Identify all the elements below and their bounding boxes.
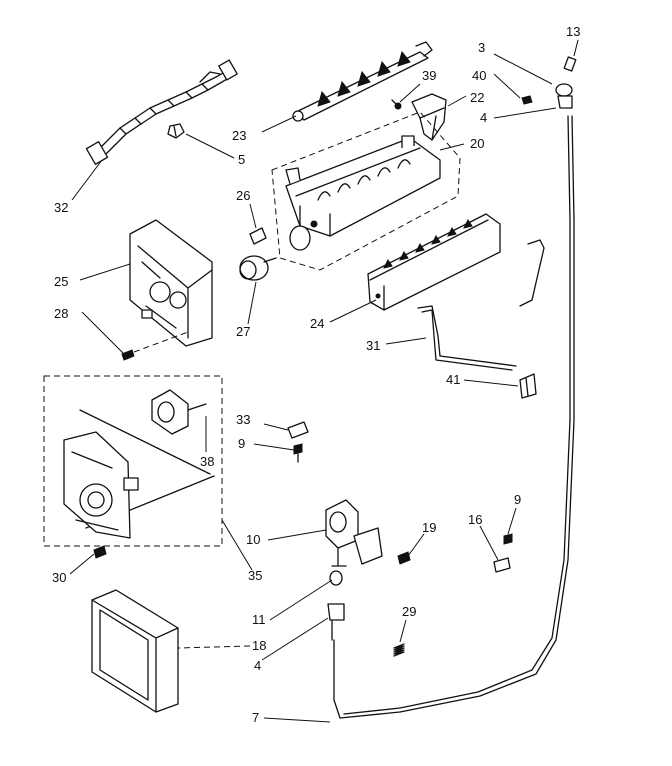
water-tube [333, 115, 575, 719]
callout-19: 19 [422, 520, 436, 535]
callout-labels: 13 3 40 4 39 22 23 20 5 32 26 25 27 24 2… [52, 24, 580, 725]
water-valve [325, 499, 383, 567]
callout-30: 30 [52, 570, 66, 585]
callout-4-lower: 4 [254, 658, 261, 673]
callout-3: 3 [478, 40, 485, 55]
ice-mold [271, 111, 461, 271]
callout-16: 16 [468, 512, 482, 527]
callout-13: 13 [566, 24, 580, 39]
callout-31: 31 [366, 338, 380, 353]
callout-38: 38 [200, 454, 214, 469]
drive-motor [239, 255, 277, 281]
callout-40: 40 [472, 68, 486, 83]
callout-10: 10 [246, 532, 260, 547]
feeler-arm [417, 305, 517, 371]
clip-41 [519, 373, 537, 399]
callout-22: 22 [470, 90, 484, 105]
fill-cup [411, 93, 447, 141]
screw-39 [391, 99, 402, 110]
wire-harness [85, 59, 238, 165]
clamp-16 [493, 557, 511, 573]
compression-nut [329, 570, 343, 586]
module-assembly [43, 375, 223, 547]
tube-fittings-upper [521, 56, 577, 109]
callout-27: 27 [236, 324, 250, 339]
bracket-33 [287, 421, 309, 439]
callout-35: 35 [248, 568, 262, 583]
mold-cover [367, 213, 501, 311]
screw-28 [121, 331, 189, 361]
callout-33: 33 [236, 412, 250, 427]
callout-23: 23 [232, 128, 246, 143]
callout-29: 29 [402, 604, 416, 619]
callout-4-upper: 4 [480, 110, 487, 125]
callout-5: 5 [238, 152, 245, 167]
callout-24: 24 [310, 316, 324, 331]
callout-32: 32 [54, 200, 68, 215]
harness-clip [167, 123, 185, 139]
screw-9-left [293, 443, 303, 463]
callout-9-left: 9 [238, 436, 245, 451]
callout-20: 20 [470, 136, 484, 151]
control-housing [129, 219, 213, 347]
screw-9-right [503, 533, 513, 545]
callout-7: 7 [252, 710, 259, 725]
bracket-26 [249, 227, 267, 245]
callout-9-right: 9 [514, 492, 521, 507]
leader-lines [69, 39, 579, 723]
spring [393, 643, 405, 657]
callout-26: 26 [236, 188, 250, 203]
ejector-rake [292, 41, 433, 122]
callout-41: 41 [446, 372, 460, 387]
screw-30 [93, 545, 107, 559]
front-cover [91, 589, 179, 713]
callout-39: 39 [422, 68, 436, 83]
callout-18: 18 [252, 638, 266, 653]
screw-19 [397, 551, 411, 565]
callout-28: 28 [54, 306, 68, 321]
callout-25: 25 [54, 274, 68, 289]
shutoff-arm [519, 239, 545, 307]
callout-11: 11 [252, 612, 266, 627]
tube-fitting-lower [327, 603, 345, 641]
